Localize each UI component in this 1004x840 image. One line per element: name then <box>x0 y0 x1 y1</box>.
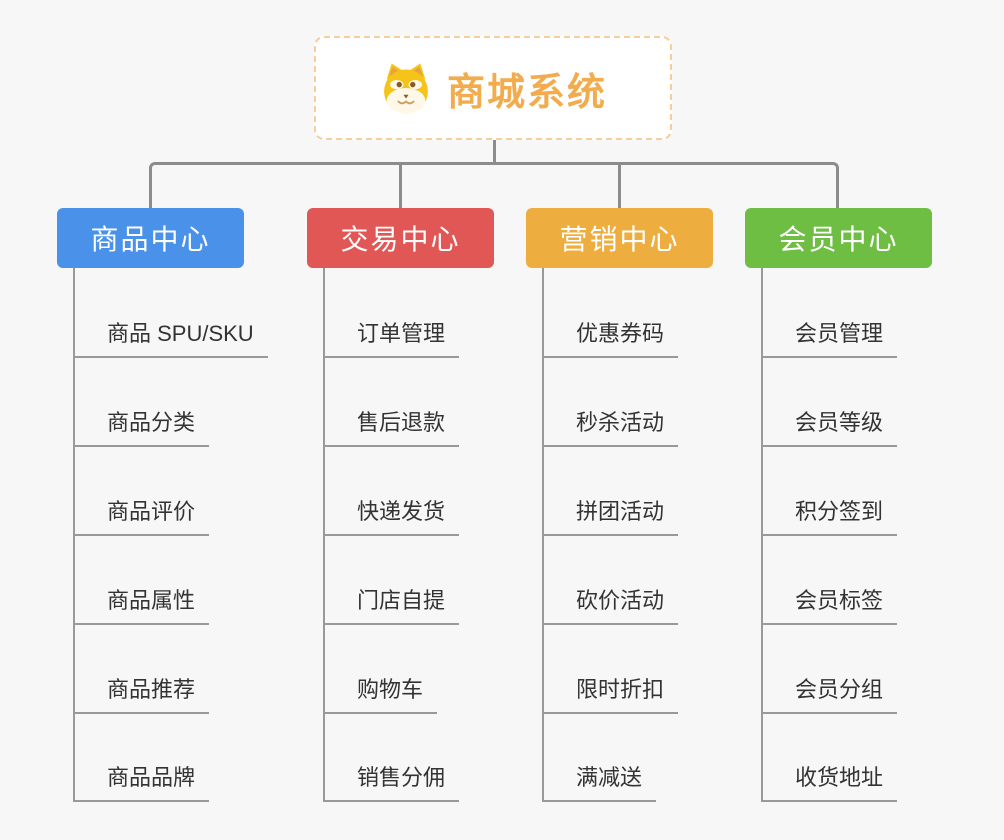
leaf-node[interactable]: 商品评价 <box>73 498 210 536</box>
leaf-node[interactable]: 秒杀活动 <box>542 409 679 447</box>
leaf-node[interactable]: 商品推荐 <box>73 676 210 714</box>
leaf-node[interactable]: 会员等级 <box>761 409 898 447</box>
leaf-node[interactable]: 优惠券码 <box>542 320 679 358</box>
root-stem-line <box>493 140 496 164</box>
root-title: 商城系统 <box>446 71 607 114</box>
leaf-node[interactable]: 门店自提 <box>323 587 460 625</box>
leaf-node[interactable]: 积分签到 <box>761 498 898 536</box>
branch: 会员中心 会员管理会员等级积分签到会员标签会员分组收货地址 <box>745 208 932 802</box>
leaf-node[interactable]: 会员分组 <box>761 676 898 714</box>
branch-header-4[interactable]: 会员中心 <box>745 208 932 268</box>
connector-drop-line <box>399 162 402 208</box>
branch-connector-line <box>149 162 839 208</box>
dog-face-icon <box>384 63 428 114</box>
leaf-node[interactable]: 快递发货 <box>323 498 460 536</box>
leaf-node[interactable]: 商品品牌 <box>73 764 210 802</box>
branch-header-2[interactable]: 交易中心 <box>307 208 494 268</box>
leaf-node[interactable]: 砍价活动 <box>542 587 679 625</box>
leaf-node[interactable]: 销售分佣 <box>323 764 460 802</box>
branch-header-3[interactable]: 营销中心 <box>526 208 713 268</box>
leaf-node[interactable]: 会员管理 <box>761 320 898 358</box>
leaf-node[interactable]: 商品属性 <box>73 587 210 625</box>
leaf-node[interactable]: 满减送 <box>542 764 657 802</box>
leaf-node[interactable]: 商品 SPU/SKU <box>73 320 268 358</box>
leaf-node[interactable]: 拼团活动 <box>542 498 679 536</box>
branch: 营销中心 优惠券码秒杀活动拼团活动砍价活动限时折扣满减送 <box>526 208 713 802</box>
leaf-node[interactable]: 会员标签 <box>761 587 898 625</box>
leaf-node[interactable]: 购物车 <box>323 676 438 714</box>
leaf-node[interactable]: 订单管理 <box>323 320 460 358</box>
branch: 商品中心 商品 SPU/SKU 商品分类商品评价商品属性商品推荐商品品牌 <box>57 208 268 802</box>
root-node[interactable]: 商城系统 <box>314 36 672 140</box>
branch-header-1[interactable]: 商品中心 <box>57 208 244 268</box>
connector-drop-line <box>618 162 621 208</box>
leaf-node[interactable]: 限时折扣 <box>542 676 679 714</box>
leaf-node[interactable]: 收货地址 <box>761 764 898 802</box>
leaf-node[interactable]: 商品分类 <box>73 409 210 447</box>
branch: 交易中心 订单管理售后退款快递发货门店自提购物车销售分佣 <box>307 208 494 802</box>
leaf-node[interactable]: 售后退款 <box>323 409 460 447</box>
